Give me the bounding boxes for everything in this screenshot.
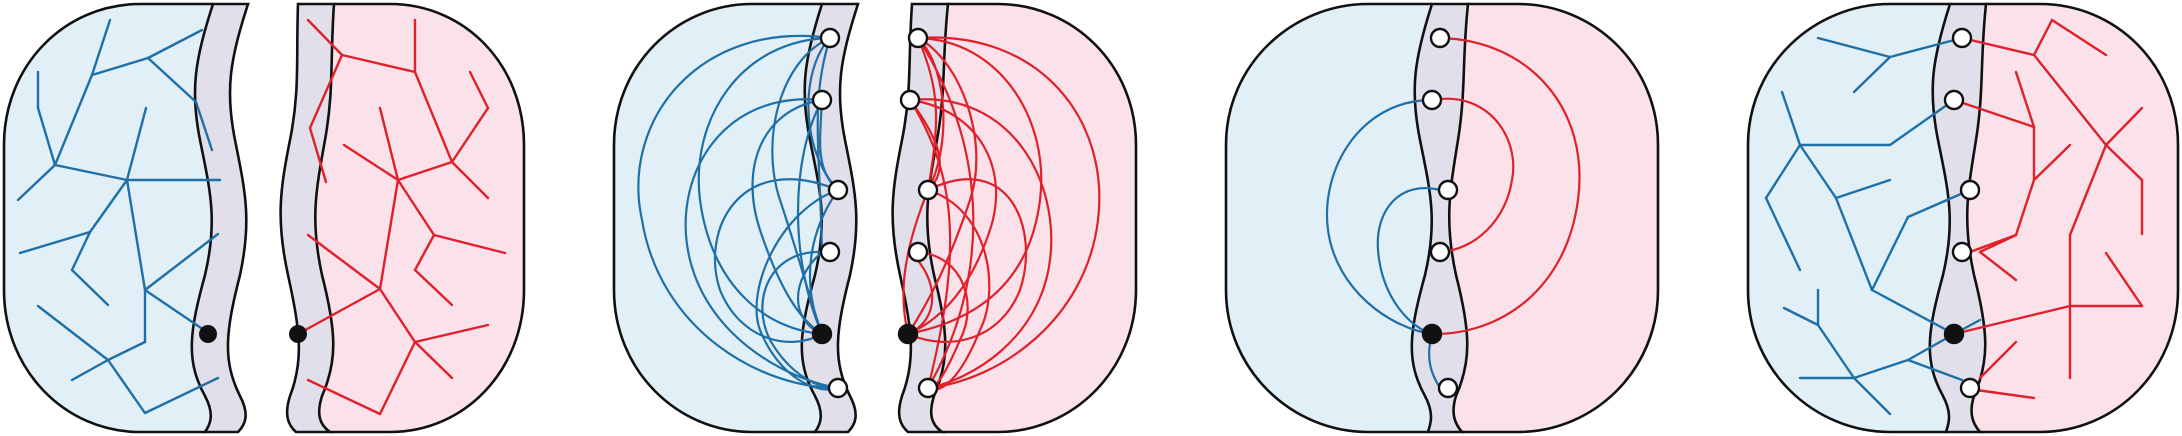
panel-3-root — [1421, 323, 1443, 345]
panel-2-right-region — [927, 4, 1136, 432]
panel-4-node-5 — [1959, 377, 1981, 399]
panel-2-right-node-1 — [907, 27, 929, 49]
panel-2-right-outline — [942, 2, 1138, 434]
panel-2-left-region — [614, 4, 822, 432]
panel-4-node-4 — [1951, 241, 1973, 263]
panel-1-left-outline — [2, 2, 213, 434]
panel-1-right-outline — [330, 2, 526, 434]
panel-4-blue-tree — [1764, 36, 1982, 416]
panel-2-left-node-5 — [827, 377, 849, 399]
panel-4-root — [1943, 323, 1965, 345]
panel-4-right-region — [1967, 4, 2178, 432]
panel-3-node-5 — [1437, 377, 1459, 399]
panel-3-node-2 — [1421, 89, 1443, 111]
panel-4-node-1 — [1951, 27, 1973, 49]
panel-2-left-node-2 — [811, 89, 833, 111]
panel-2-red-arcs — [902, 36, 1101, 391]
panel-4-node-2 — [1943, 89, 1965, 111]
panel-2-right-node-3 — [917, 179, 939, 201]
panel-1-left-region — [4, 4, 213, 432]
panel-1-blue-tree — [16, 18, 222, 415]
panel-3-node-1 — [1429, 27, 1451, 49]
panel-2 — [612, 2, 1138, 434]
panel-1-right-region — [315, 4, 524, 432]
panel-4-nodes — [1943, 27, 1981, 399]
panel-2-right-node-4 — [907, 241, 929, 263]
panel-3-node-3 — [1437, 179, 1459, 201]
panel-1-left-strip — [190, 2, 250, 434]
panel-2-right-node-2 — [899, 89, 921, 111]
panel-2-left-node-1 — [819, 27, 841, 49]
panel-2-nodes — [811, 27, 939, 399]
panel-3-left-region — [1226, 4, 1432, 432]
panel-3-nodes — [1421, 27, 1459, 399]
panel-3-outline — [1224, 2, 1660, 434]
panel-2-right-root — [897, 323, 919, 345]
panel-2-left-outline — [612, 2, 822, 434]
panel-4-outline — [1746, 2, 2180, 434]
panel-2-left-root — [811, 323, 833, 345]
panel-4 — [1746, 2, 2180, 434]
panel-4-left-region — [1748, 4, 1950, 432]
panel-1 — [2, 2, 526, 434]
panel-2-left-node-4 — [819, 241, 841, 263]
panel-2-blue-arcs — [637, 34, 839, 391]
panel-3-red-arcs — [1431, 36, 1581, 336]
panel-2-left-node-3 — [827, 179, 849, 201]
panel-1-red-tree — [296, 18, 507, 416]
panel-3-right-region — [1449, 4, 1658, 432]
panel-2-right-node-5 — [917, 377, 939, 399]
panel-3 — [1224, 2, 1660, 434]
panel-1-blue-root-node — [199, 325, 217, 343]
panel-4-node-3 — [1959, 179, 1981, 201]
panel-1-red-root-node — [289, 325, 307, 343]
panel-3-node-4 — [1429, 241, 1451, 263]
